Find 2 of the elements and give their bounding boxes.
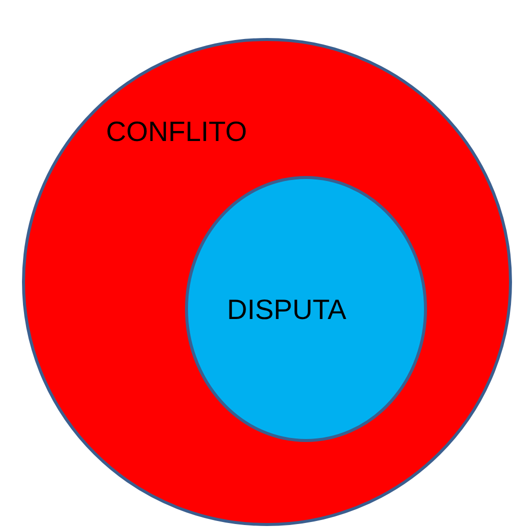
circle-label: CONFLITO: [106, 116, 248, 148]
circle-label: DISPUTA: [227, 294, 346, 326]
